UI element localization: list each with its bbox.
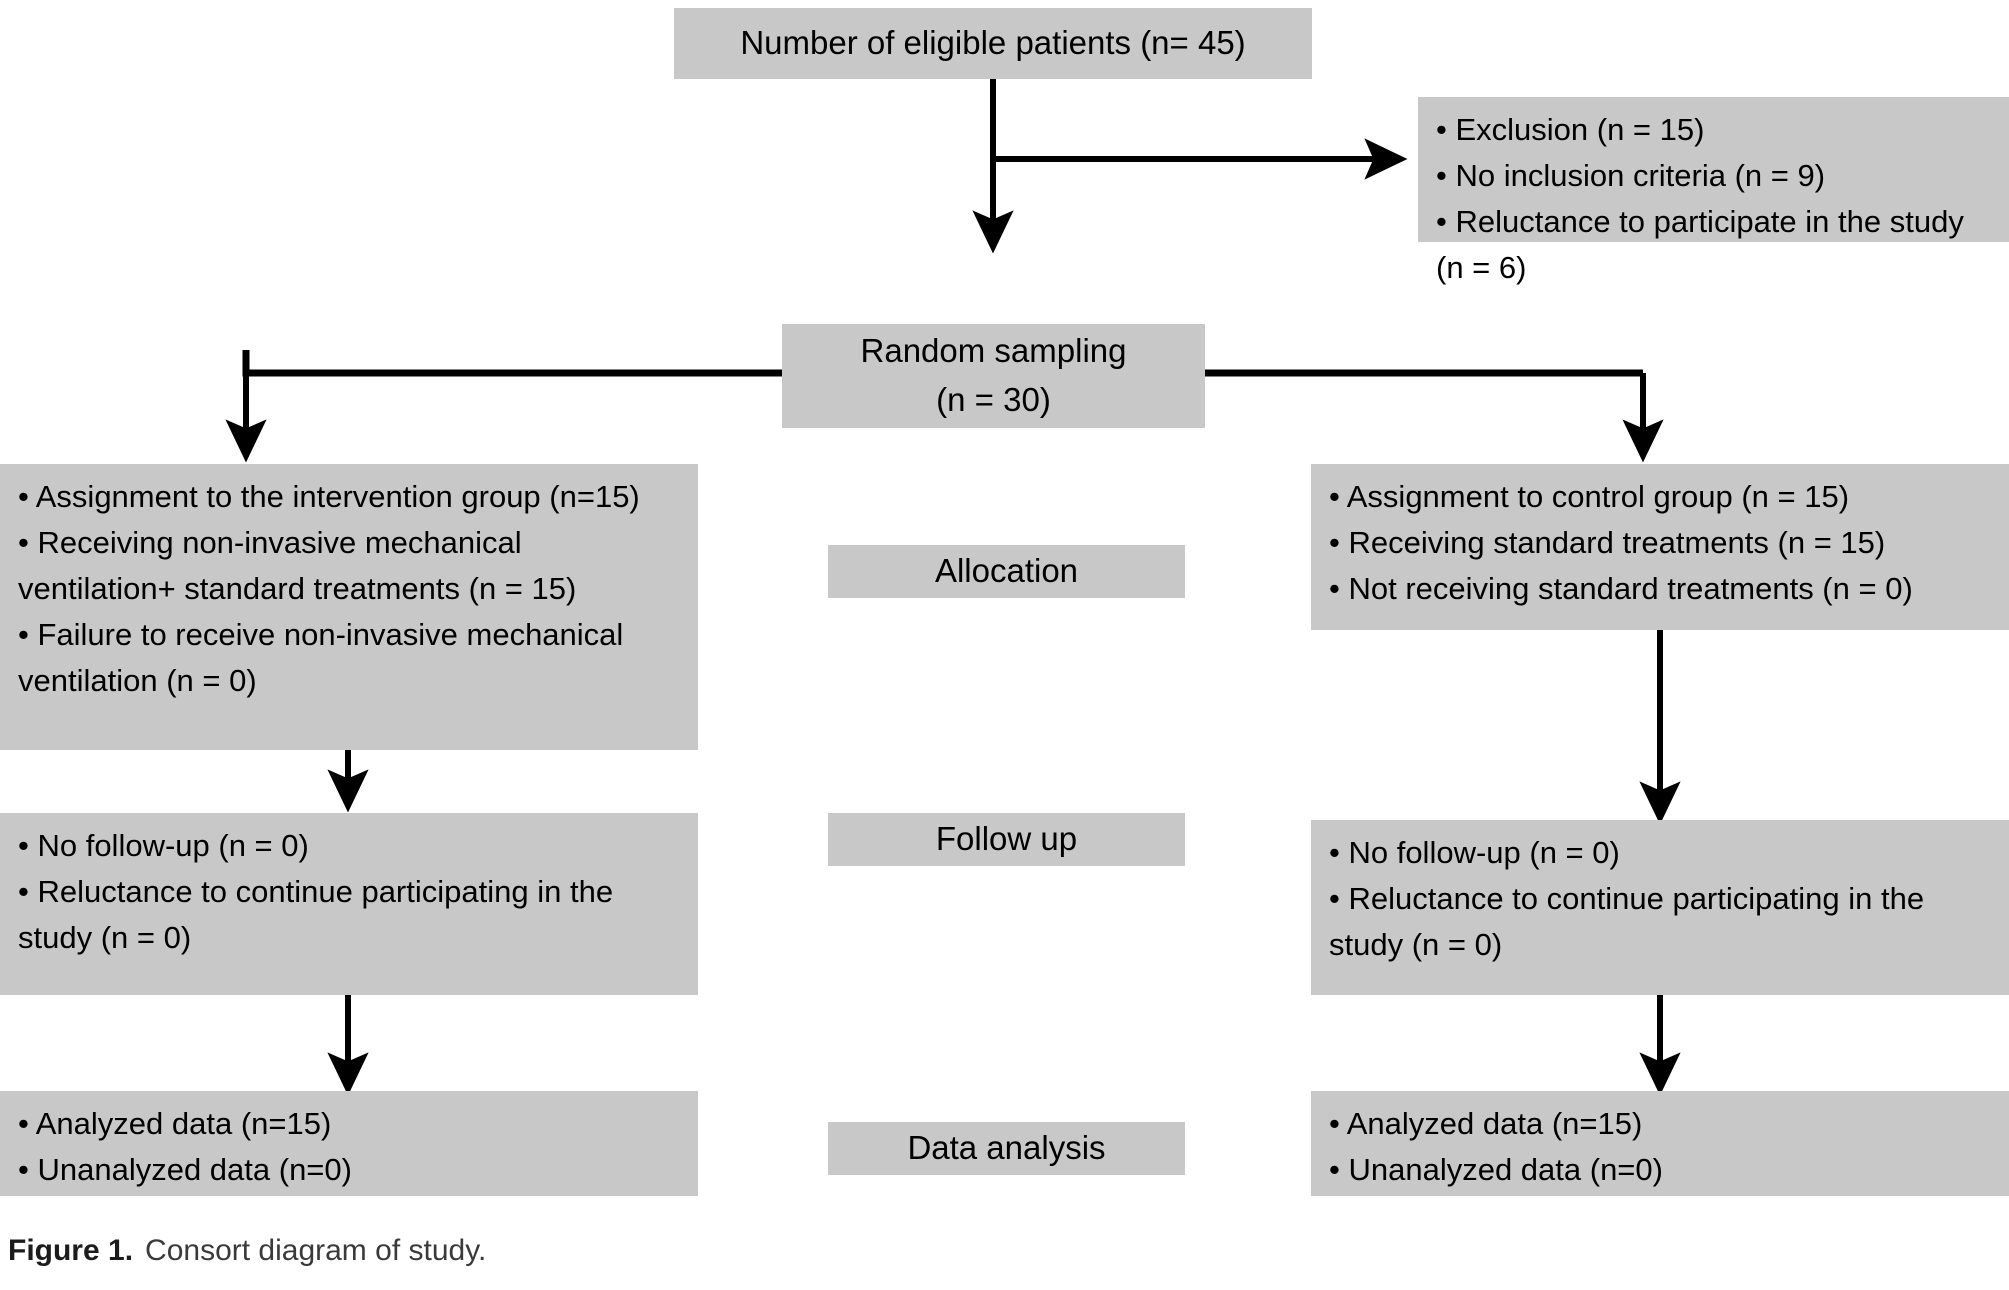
exclusion-box: • Exclusion (n = 15) • No inclusion crit… xyxy=(1418,97,2009,285)
stage-label-allocation: Allocation xyxy=(828,545,1185,598)
control-analysis-item-1: • Analyzed data (n=15) xyxy=(1329,1106,1643,1141)
figure-caption: Figure 1. Consort diagram of study. xyxy=(8,1234,486,1268)
intervention-analysis-box: • Analyzed data (n=15) • Unanalyzed data… xyxy=(0,1091,698,1196)
stage-label-data-analysis: Data analysis xyxy=(828,1122,1185,1175)
intervention-analysis-item-2: • Unanalyzed data (n=0) xyxy=(18,1151,352,1187)
intervention-allocation-item-3: • Failure to receive non-invasive mechan… xyxy=(18,616,624,698)
intervention-allocation-item-1: • Assignment to the intervention group (… xyxy=(18,479,640,514)
intervention-analysis-item-1: • Analyzed data (n=15) xyxy=(18,1106,332,1141)
control-follow-up-box: • No follow-up (n = 0) • Reluctance to c… xyxy=(1311,820,2009,995)
random-sampling-box: Random sampling (n = 30) xyxy=(782,324,1205,428)
control-follow-up-item-2: • Reluctance to continue participating i… xyxy=(1329,880,1925,962)
intervention-follow-up-box: • No follow-up (n = 0) • Reluctance to c… xyxy=(0,813,698,995)
control-allocation-item-1: • Assignment to control group (n = 15) xyxy=(1329,479,1850,514)
control-allocation-box: • Assignment to control group (n = 15) •… xyxy=(1311,464,2009,630)
control-allocation-item-3: • Not receiving standard treatments (n =… xyxy=(1329,570,1913,606)
exclusion-item-2: • No inclusion criteria (n = 9) xyxy=(1436,157,1826,193)
control-allocation-item-2: • Receiving standard treatments (n = 15) xyxy=(1329,524,1886,560)
intervention-follow-up-item-2: • Reluctance to continue participating i… xyxy=(18,873,614,955)
random-sampling-line-2: (n = 30) xyxy=(936,381,1051,418)
figure-caption-label: Figure 1. xyxy=(8,1234,134,1267)
intervention-follow-up-item-1: • No follow-up (n = 0) xyxy=(18,828,309,863)
control-analysis-box: • Analyzed data (n=15) • Unanalyzed data… xyxy=(1311,1091,2009,1196)
eligible-patients-box: Number of eligible patients (n= 45) xyxy=(674,8,1312,79)
exclusion-item-3: • Reluctance to participate in the study… xyxy=(1436,203,1964,285)
exclusion-item-1: • Exclusion (n = 15) xyxy=(1436,112,1705,147)
eligible-patients-label: Number of eligible patients (n= 45) xyxy=(740,24,1246,62)
control-follow-up-item-1: • No follow-up (n = 0) xyxy=(1329,835,1620,870)
control-analysis-item-2: • Unanalyzed data (n=0) xyxy=(1329,1151,1663,1187)
stage-label-follow-up: Follow up xyxy=(828,813,1185,866)
stage-data-analysis-label: Data analysis xyxy=(907,1129,1106,1167)
stage-allocation-label: Allocation xyxy=(934,552,1079,590)
stage-follow-up-label: Follow up xyxy=(935,820,1078,858)
intervention-allocation-box: • Assignment to the intervention group (… xyxy=(0,464,698,750)
intervention-allocation-item-2: • Receiving non-invasive mechanical vent… xyxy=(18,524,577,606)
figure-caption-text: Consort diagram of study. xyxy=(145,1234,487,1267)
random-sampling-line-1: Random sampling xyxy=(860,332,1127,370)
